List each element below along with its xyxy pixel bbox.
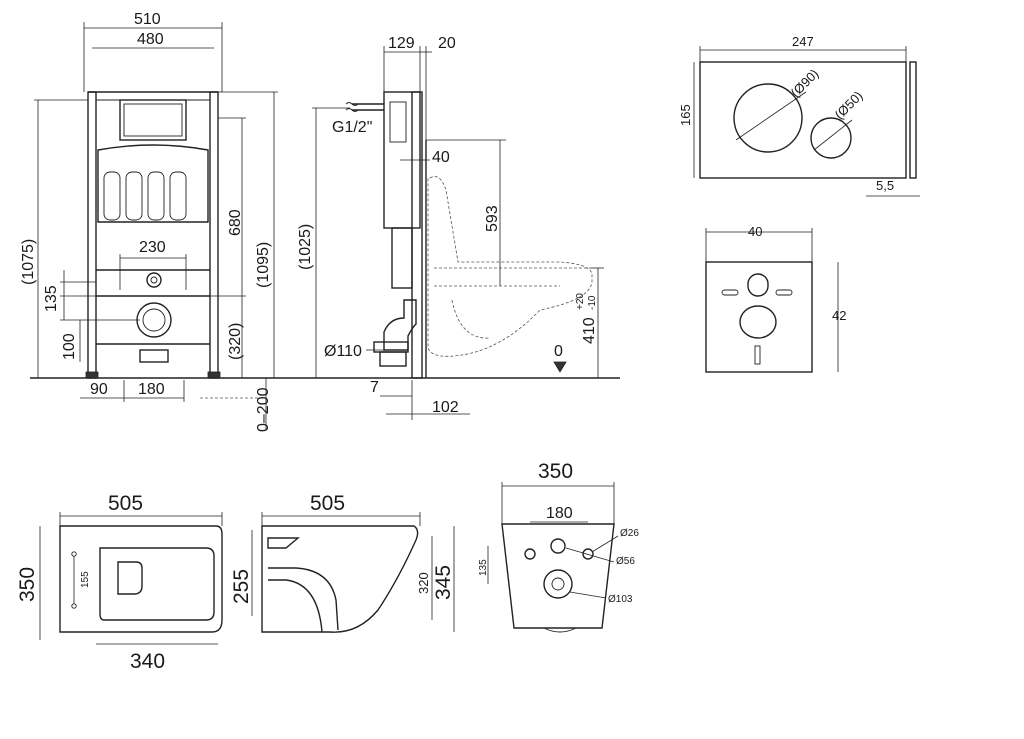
toilet-back-view: 350 180 135 Ø26 Ø56 Ø103 — [478, 460, 639, 633]
flush-plate: 247 165 (Ø90) (Ø50) 5,5 — [678, 34, 920, 197]
frame-height-total: (1075) — [20, 239, 37, 285]
top-width: 350 — [16, 567, 39, 602]
side-floor-zero: 0 — [554, 343, 563, 360]
gasket-height: 42 — [832, 308, 846, 323]
frame-left-100: 100 — [61, 333, 78, 360]
plate-big-button: (Ø90) — [788, 66, 822, 100]
top-offset-155: 155 — [80, 571, 91, 588]
side-height-593: 593 — [484, 205, 501, 232]
back-left-135: 135 — [478, 559, 489, 576]
side-height-345: 345 — [432, 565, 455, 600]
back-holes-spacing: 180 — [546, 505, 573, 522]
frame-side-view: 129 20 G1/2" (1025) 40 593 410 +20 -10 Ø… — [297, 35, 604, 420]
side-drain-diameter: Ø110 — [324, 343, 362, 360]
back-width: 350 — [538, 460, 573, 483]
top-inner-length: 340 — [130, 650, 165, 673]
back-d26: Ø26 — [620, 528, 639, 539]
plate-height: 165 — [678, 104, 693, 126]
frame-height-right: (1095) — [255, 242, 272, 288]
side-height-320: 320 — [416, 572, 431, 594]
side-tol-plus: +20 — [575, 293, 586, 310]
frame-studs-spacing: 230 — [139, 239, 166, 256]
frame-front-view: 510 480 (1075) 680 (320) (1095) 230 135 … — [20, 11, 620, 432]
side-seat-height: 410 — [581, 317, 598, 344]
frame-bottom-90: 90 — [90, 381, 108, 398]
side-length: 505 — [310, 492, 345, 515]
toilet-top-view: 505 350 340 155 — [16, 492, 223, 673]
side-base-7: 7 — [370, 379, 379, 396]
gasket: 40 42 — [705, 224, 846, 373]
side-offset-40: 40 — [432, 149, 450, 166]
plate-small-button: (Ø50) — [832, 88, 866, 122]
side-depth-129: 129 — [388, 35, 415, 52]
plate-width: 247 — [792, 34, 814, 49]
back-d56: Ø56 — [616, 556, 635, 567]
frame-bottom-180: 180 — [138, 381, 165, 398]
plate-thickness: 5,5 — [876, 178, 894, 193]
frame-flush-height: 680 — [227, 209, 244, 236]
top-length: 505 — [108, 492, 143, 515]
gasket-width: 40 — [748, 224, 762, 239]
side-height-255: 255 — [230, 569, 253, 604]
frame-width-inner: 480 — [137, 31, 164, 48]
frame-adjust-range: 0–200 — [255, 387, 272, 432]
frame-left-135: 135 — [43, 285, 60, 312]
side-depth-20: 20 — [438, 35, 456, 52]
side-tol-minus: -10 — [587, 295, 598, 310]
side-height-1025: (1025) — [297, 224, 314, 270]
back-d103: Ø103 — [608, 594, 633, 605]
side-pipe-label: G1/2" — [332, 119, 372, 136]
frame-drain-height: (320) — [227, 323, 244, 360]
toilet-side-view: 505 255 320 345 — [230, 492, 455, 633]
side-base-102: 102 — [432, 399, 459, 416]
frame-width-outer: 510 — [134, 11, 161, 28]
